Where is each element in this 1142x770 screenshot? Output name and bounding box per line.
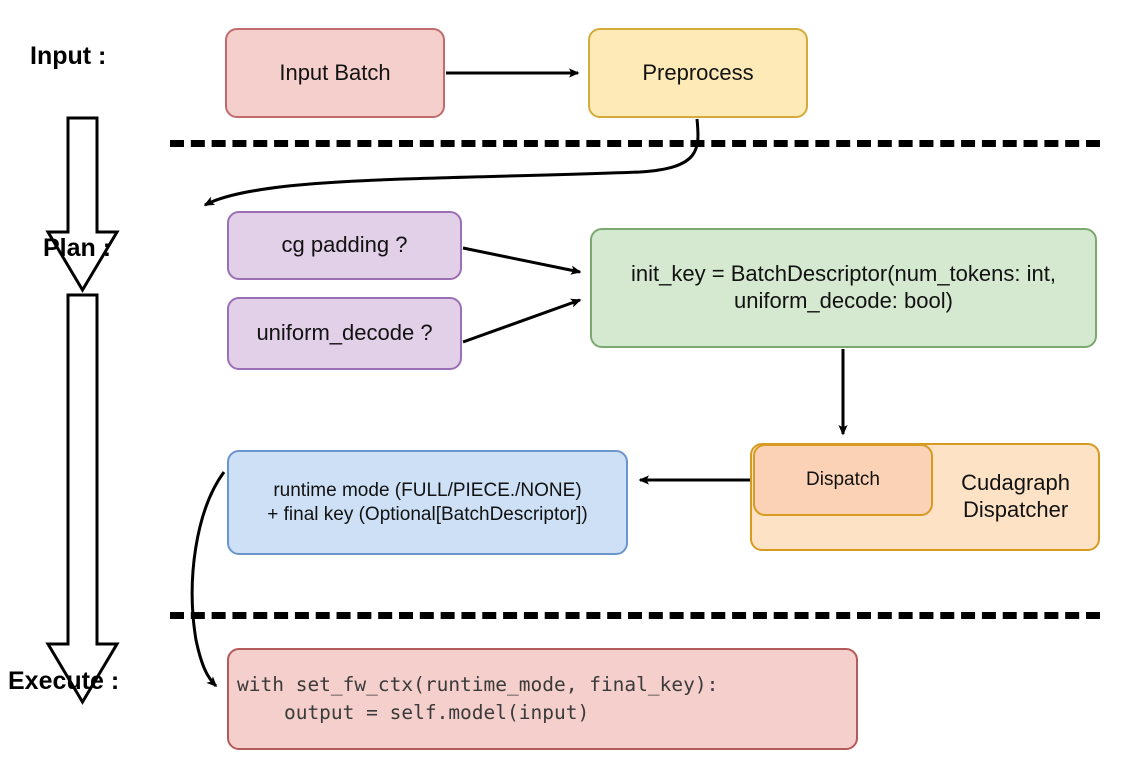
node-uniform-decode[interactable]: uniform_decode ? bbox=[227, 297, 462, 370]
edge-uniform-decode-to-init-key bbox=[462, 298, 582, 344]
input-to-plan-arrow bbox=[45, 116, 120, 293]
input-plan-divider bbox=[170, 140, 1100, 147]
edge-runtime-mode-to-code-block bbox=[190, 471, 226, 688]
node-init-key[interactable]: init_key = BatchDescriptor(num_tokens: i… bbox=[590, 228, 1097, 348]
stage-label-plan: Plan : bbox=[43, 234, 112, 262]
plan-to-execute-arrow bbox=[45, 293, 120, 705]
node-cg-padding[interactable]: cg padding ? bbox=[227, 211, 462, 280]
edge-cg-padding-to-init-key bbox=[462, 246, 582, 275]
node-runtime-mode[interactable]: runtime mode (FULL/PIECE./NONE) + final … bbox=[227, 450, 628, 555]
node-preprocess[interactable]: Preprocess bbox=[588, 28, 808, 118]
node-code-block[interactable]: with set_fw_ctx(runtime_mode, final_key)… bbox=[227, 648, 858, 750]
stage-label-input: Input : bbox=[30, 42, 107, 70]
edge-preprocess-to-cg-padding bbox=[203, 118, 700, 207]
node-dispatch[interactable]: Dispatch bbox=[753, 444, 933, 516]
plan-execute-divider bbox=[170, 612, 1100, 619]
stage-label-execute: Execute : bbox=[8, 667, 120, 695]
node-input-batch[interactable]: Input Batch bbox=[225, 28, 445, 118]
